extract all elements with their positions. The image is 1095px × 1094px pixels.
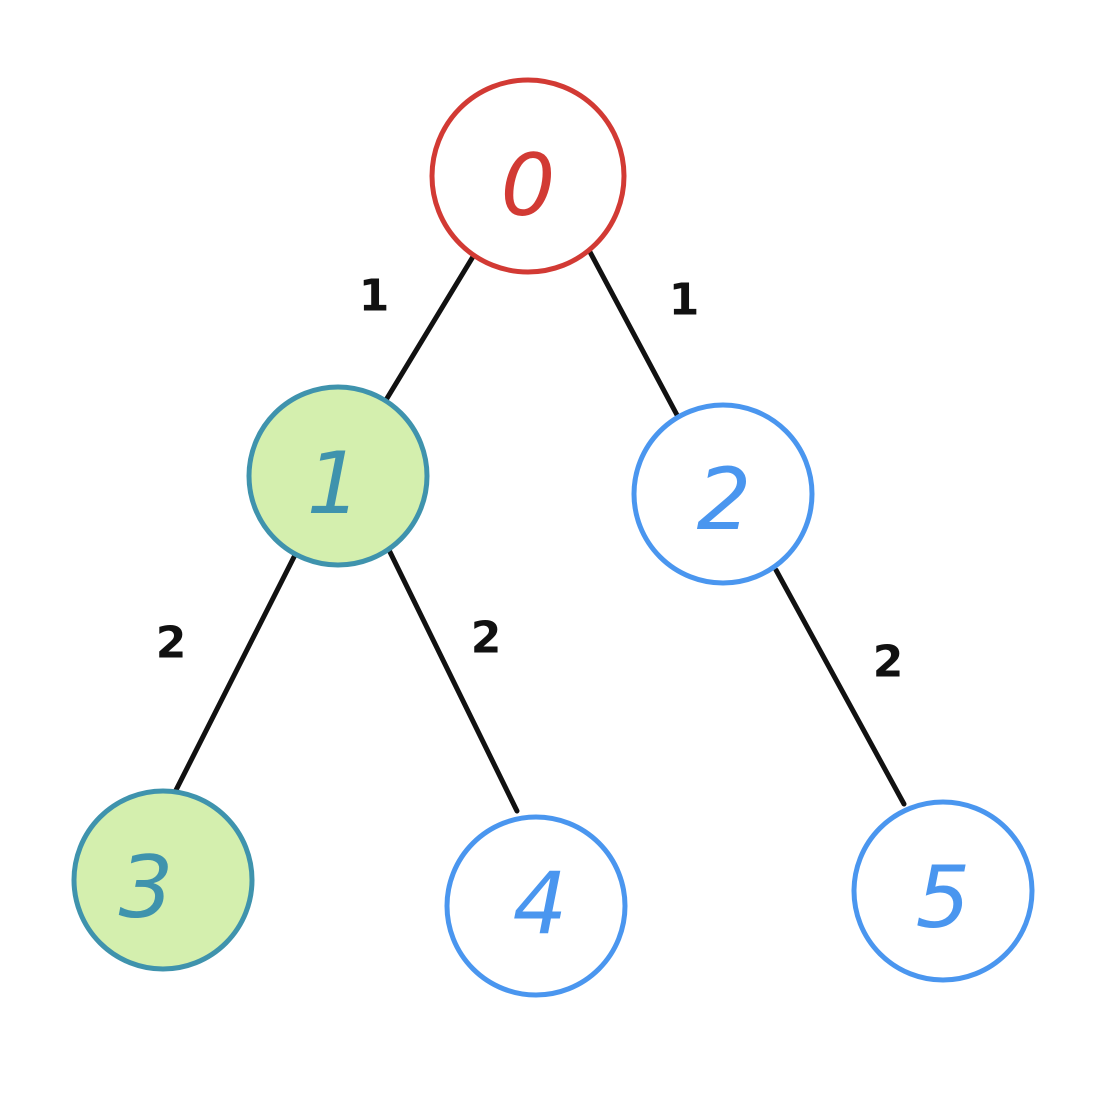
edge-2-to-5: [773, 567, 907, 807]
edge-0-to-1: [383, 252, 477, 403]
tree-node-0: 0: [429, 77, 627, 275]
tree-node-5: 5: [851, 799, 1035, 983]
edge-label-1-3: 2: [156, 618, 187, 669]
edge-label-0-2: 1: [669, 275, 700, 326]
node-1-label: 1: [307, 434, 362, 534]
edge-label-2-5: 2: [873, 637, 904, 688]
node-5-circle: [851, 799, 1035, 983]
node-4-circle: [444, 814, 628, 998]
node-3-label: 3: [119, 838, 174, 938]
tree-node-2: 2: [631, 402, 815, 586]
node-0-label: 0: [501, 136, 556, 236]
node-2-circle: [631, 402, 815, 586]
node-3-circle: [71, 788, 255, 972]
node-5-label: 5: [916, 848, 971, 948]
tree-node-4: 4: [444, 814, 628, 998]
node-1-circle: [246, 384, 430, 568]
edge-label-1-4: 2: [471, 613, 502, 664]
node-0-circle: [429, 77, 627, 275]
edge-1-to-4: [386, 547, 520, 814]
tree-node-1: 1: [246, 384, 430, 568]
node-2-label: 2: [697, 450, 752, 550]
node-4-label: 4: [513, 854, 568, 954]
tree-node-3: 3: [71, 788, 255, 972]
edge-0-to-2: [587, 249, 680, 418]
edge-label-0-1: 1: [359, 271, 390, 322]
edge-1-to-3: [170, 550, 299, 799]
